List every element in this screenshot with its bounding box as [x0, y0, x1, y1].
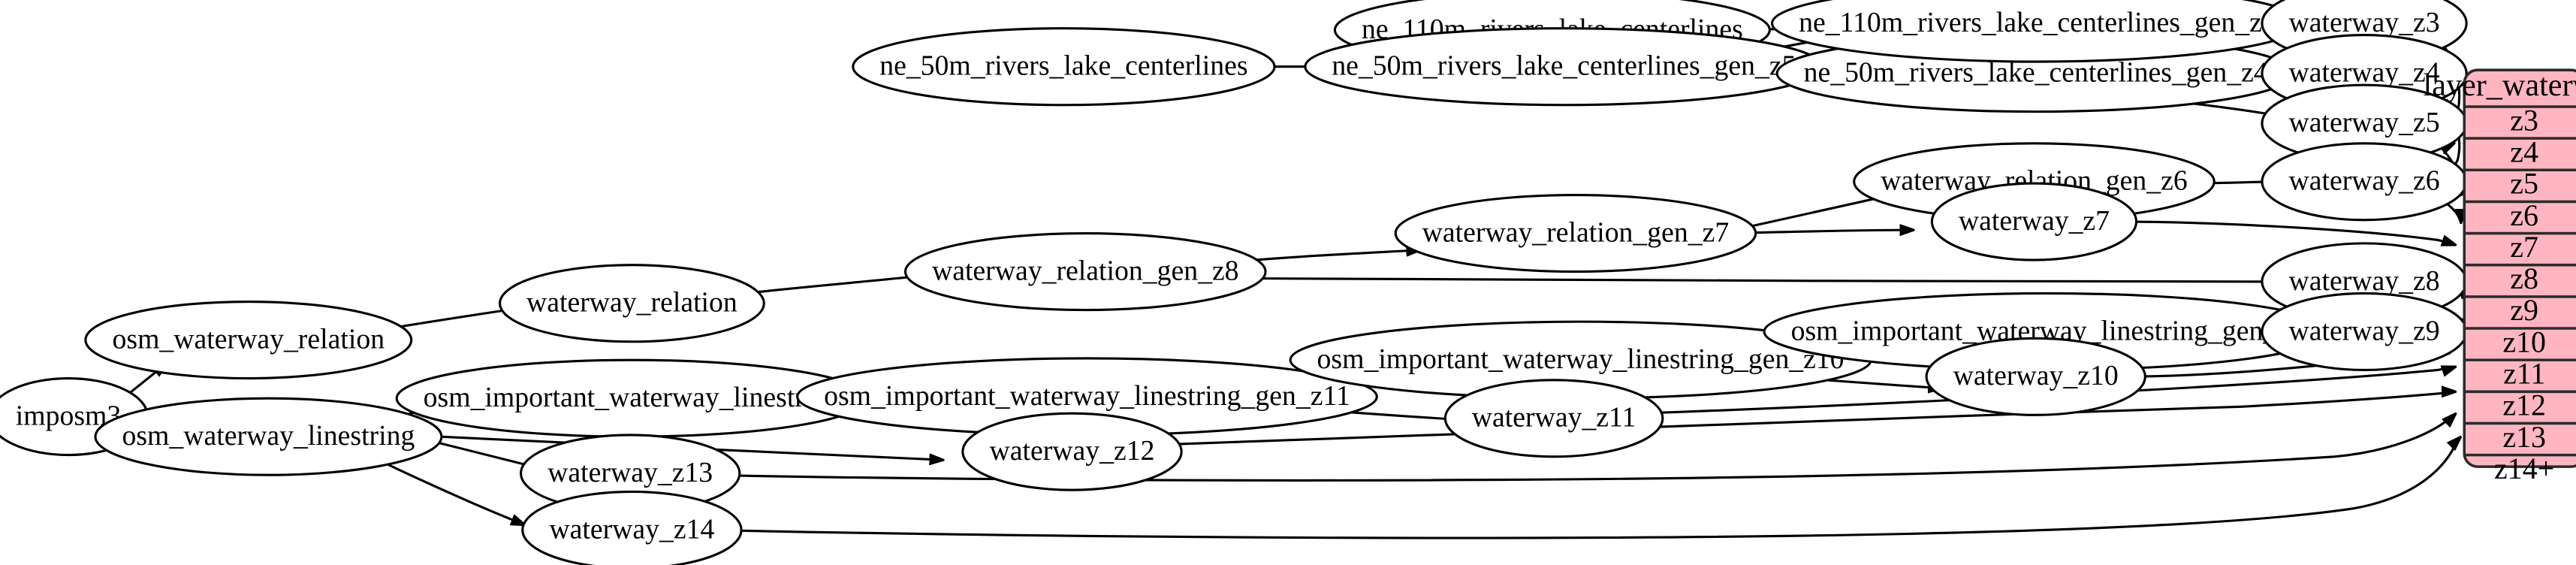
table-header-label: layer_waterway — [2424, 68, 2576, 103]
node-label: ne_50m_rivers_lake_centerlines — [879, 50, 1247, 82]
node-waterway-z10[interactable]: waterway_z10 — [1925, 337, 2146, 416]
edge-waterway-z11-to-table-z11 — [1642, 367, 2456, 415]
node-label: osm_waterway_relation — [113, 323, 385, 355]
node-label: waterway_relation — [526, 287, 738, 319]
layer-waterway-table[interactable]: layer_waterway z3 z4 z5 z6 z7 z8 z9 — [2424, 68, 2576, 485]
node-label: waterway_z5 — [2288, 107, 2439, 138]
table-row-z5[interactable]: z5 — [2510, 167, 2538, 201]
node-waterway-relation-gen-z7[interactable]: waterway_relation_gen_z7 — [1394, 193, 1757, 273]
node-osm-important-waterway-linestring[interactable]: osm_important_waterway_linestring — [395, 358, 869, 438]
node-label: waterway_relation_gen_z7 — [1422, 216, 1730, 248]
table-row-z7[interactable]: z7 — [2510, 230, 2538, 264]
node-label: waterway_z12 — [989, 435, 1154, 467]
edge-waterway-z13-to-table-z13 — [707, 413, 2456, 482]
edge-waterway-z14-to-table-z14plus — [711, 437, 2461, 539]
node-label: waterway_z11 — [1472, 402, 1636, 434]
node-osm-waterway-linestring[interactable]: osm_waterway_linestring — [94, 397, 443, 476]
node-waterway-relation[interactable]: waterway_relation — [499, 264, 765, 343]
node-osm-important-waterway-linestring-gen-z11[interactable]: osm_important_waterway_linestring_gen_z1… — [796, 357, 1378, 437]
node-waterway-z11[interactable]: waterway_z11 — [1443, 379, 1664, 458]
node-label: waterway_z13 — [547, 457, 713, 488]
node-waterway-z9[interactable]: waterway_z9 — [2261, 292, 2468, 372]
edge-waterway-z7-to-table-z7 — [2119, 220, 2456, 245]
node-label: waterway_z10 — [1953, 360, 2119, 391]
node-ne-110m-rivers-lake-centerlines-gen-z3[interactable]: ne_110m_rivers_lake_centerlines_gen_z3 — [1771, 0, 2304, 63]
table-row-z9[interactable]: z9 — [2510, 293, 2538, 327]
node-label: osm_important_waterway_linestring_gen_z1… — [824, 380, 1350, 412]
node-label: waterway_z9 — [2288, 315, 2439, 346]
node-waterway-relation-gen-z6[interactable]: waterway_relation_gen_z6 — [1853, 142, 2216, 222]
node-label: ne_110m_rivers_lake_centerlines_gen_z3 — [1799, 7, 2276, 38]
table-row-z13[interactable]: z13 — [2502, 420, 2546, 454]
node-waterway-z12[interactable]: waterway_z12 — [961, 412, 1183, 491]
node-label: waterway_z6 — [2288, 165, 2439, 197]
node-ne-50m-rivers-lake-centerlines[interactable]: ne_50m_rivers_lake_centerlines — [852, 27, 1276, 107]
node-waterway-z7[interactable]: waterway_z7 — [1930, 182, 2138, 261]
nodes-group: imposm3 osm_waterway_relation osm_waterw… — [0, 0, 2468, 565]
edge-gen-z8-to-waterway-z8 — [1232, 278, 2286, 281]
table-row-z14plus[interactable]: z14+ — [2494, 452, 2554, 485]
node-label: waterway_z4 — [2288, 56, 2439, 88]
node-label: osm_waterway_linestring — [122, 420, 415, 452]
node-waterway-z14[interactable]: waterway_z14 — [521, 490, 743, 565]
node-label: waterway_z14 — [549, 513, 714, 545]
node-label: osm_important_waterway_linestring — [424, 382, 841, 413]
node-label: waterway_relation_gen_z8 — [932, 255, 1239, 286]
table-row-z10[interactable]: z10 — [2502, 325, 2546, 358]
node-waterway-z6[interactable]: waterway_z6 — [2261, 142, 2468, 222]
table-row-z6[interactable]: z6 — [2510, 198, 2538, 232]
table-row-z8[interactable]: z8 — [2510, 261, 2538, 295]
node-label: osm_important_waterway_linestring_gen_z1… — [1317, 343, 1845, 375]
node-osm-waterway-relation[interactable]: osm_waterway_relation — [84, 300, 413, 380]
table-row-z3[interactable]: z3 — [2510, 103, 2538, 137]
node-label: waterway_z3 — [2288, 7, 2439, 38]
node-waterway-relation-gen-z8[interactable]: waterway_relation_gen_z8 — [903, 232, 1267, 312]
table-row-z11[interactable]: z11 — [2503, 357, 2545, 391]
node-waterway-z13[interactable]: waterway_z13 — [519, 434, 741, 513]
node-ne-50m-rivers-lake-centerlines-gen-z5[interactable]: ne_50m_rivers_lake_centerlines_gen_z5 — [1304, 27, 1824, 107]
table-row-z4[interactable]: z4 — [2510, 134, 2538, 168]
node-label: ne_50m_rivers_lake_centerlines_gen_z5 — [1332, 50, 1796, 82]
node-label: waterway_z8 — [2288, 265, 2439, 297]
node-osm-important-waterway-linestring-gen-z10[interactable]: osm_important_waterway_linestring_gen_z1… — [1289, 320, 1872, 400]
node-label: waterway_z7 — [1959, 205, 2110, 237]
table-row-z12[interactable]: z12 — [2502, 388, 2546, 422]
